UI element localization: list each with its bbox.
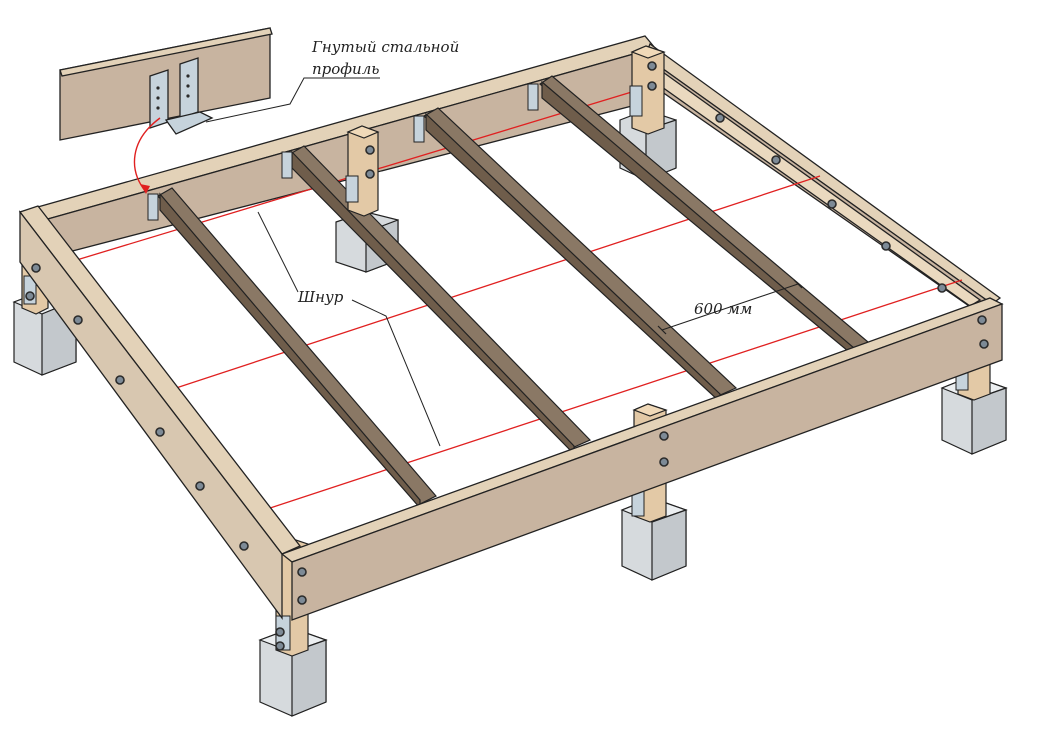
bracket-label-line2: профиль — [312, 60, 379, 78]
bracket-detail-inset — [59, 27, 273, 141]
right-beam — [644, 42, 1002, 324]
left-beam — [18, 205, 302, 620]
bracket-label-line1: Гнутый стальной — [311, 38, 459, 56]
hanger-1 — [147, 193, 159, 221]
cord-leader-1 — [257, 211, 299, 293]
spacing-label: 600 мм — [694, 300, 752, 318]
hanger-4 — [527, 83, 539, 111]
leader-lines — [205, 77, 799, 447]
joist-hangers — [147, 83, 539, 221]
front-beam — [280, 297, 1004, 621]
cord-line-3 — [257, 279, 963, 513]
hanger-2 — [281, 151, 293, 179]
steel-profile-bracket — [149, 57, 214, 135]
joist-3 — [423, 107, 738, 404]
detail-arrow-head — [140, 184, 150, 194]
cord-label: Шнур — [297, 288, 344, 306]
bracket-leader — [205, 77, 380, 123]
spacing-dim-ticks — [657, 279, 803, 335]
joists — [157, 75, 870, 510]
hanger-3 — [413, 115, 425, 143]
spacing-dim-line — [661, 283, 799, 331]
bolts — [25, 61, 989, 651]
cord-leader-2 — [351, 299, 441, 447]
